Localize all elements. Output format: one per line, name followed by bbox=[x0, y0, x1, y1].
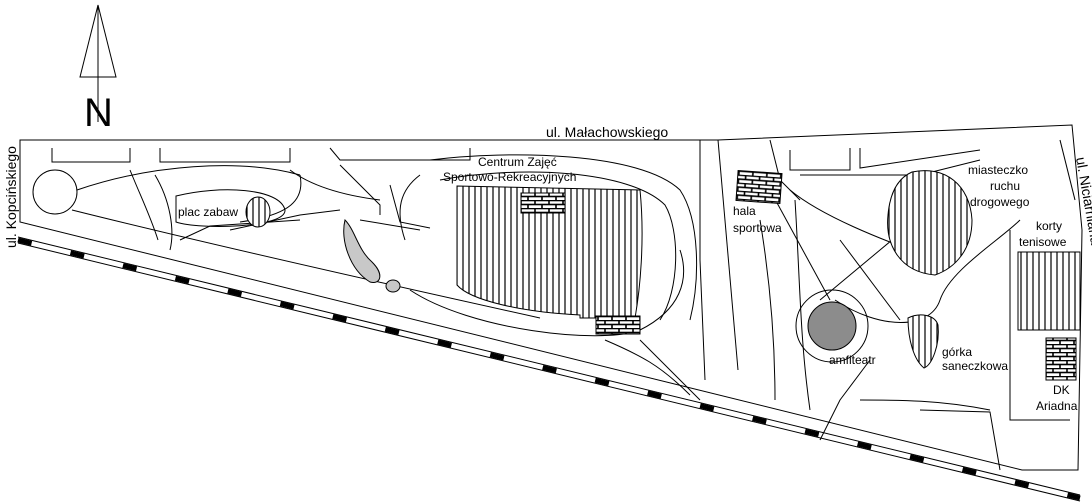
street-label-west: ul. Kopcińskiego bbox=[3, 146, 19, 248]
label-sports-centre-2: Sportowo-Rekreacyjnych bbox=[443, 170, 576, 184]
label-culture-house-2: Ariadna bbox=[1036, 399, 1078, 413]
tennis-courts bbox=[1017, 251, 1081, 331]
label-sports-hall-1: hala bbox=[733, 204, 756, 218]
railway-icon bbox=[17, 236, 1081, 502]
label-courts-1: korty bbox=[1036, 219, 1062, 233]
label-traffic-town-3: drogowego bbox=[970, 195, 1030, 209]
label-playground: plac zabaw bbox=[178, 205, 238, 219]
sledding-hill bbox=[907, 314, 939, 369]
label-traffic-town-2: ruchu bbox=[990, 179, 1020, 193]
north-letter: N bbox=[84, 91, 113, 135]
park-paths bbox=[32, 139, 1076, 471]
street-label-east: ul. Niciarniana bbox=[1073, 156, 1092, 246]
north-arrow-icon bbox=[79, 4, 117, 122]
label-culture-house-1: DK bbox=[1053, 383, 1070, 397]
label-sports-centre-1: Centrum Zajęć bbox=[478, 155, 557, 169]
label-sled-hill-2: saneczkowa bbox=[942, 359, 1008, 373]
label-amphitheatre: amfiteatr bbox=[829, 353, 876, 367]
sports-centre-annex bbox=[595, 315, 641, 335]
label-sled-hill-1: górka bbox=[942, 345, 972, 359]
street-label-north: ul. Małachowskiego bbox=[546, 124, 668, 140]
sports-hall-building bbox=[735, 169, 783, 205]
playground-stripes bbox=[245, 196, 271, 228]
pond bbox=[343, 219, 381, 284]
label-courts-2: tenisowe bbox=[1019, 235, 1067, 249]
label-traffic-town-1: miasteczko bbox=[968, 163, 1028, 177]
culture-house-building bbox=[1045, 337, 1077, 381]
sports-centre-building bbox=[520, 192, 566, 214]
label-sports-hall-2: sportowa bbox=[733, 221, 782, 235]
playground-area bbox=[175, 189, 286, 227]
small-pond bbox=[385, 279, 401, 293]
amphitheatre-stage bbox=[807, 301, 857, 351]
amphitheatre-ring bbox=[795, 289, 869, 363]
park-boundary bbox=[19, 124, 1083, 471]
sports-centre-field bbox=[456, 185, 643, 319]
traffic-town-area bbox=[887, 170, 973, 276]
